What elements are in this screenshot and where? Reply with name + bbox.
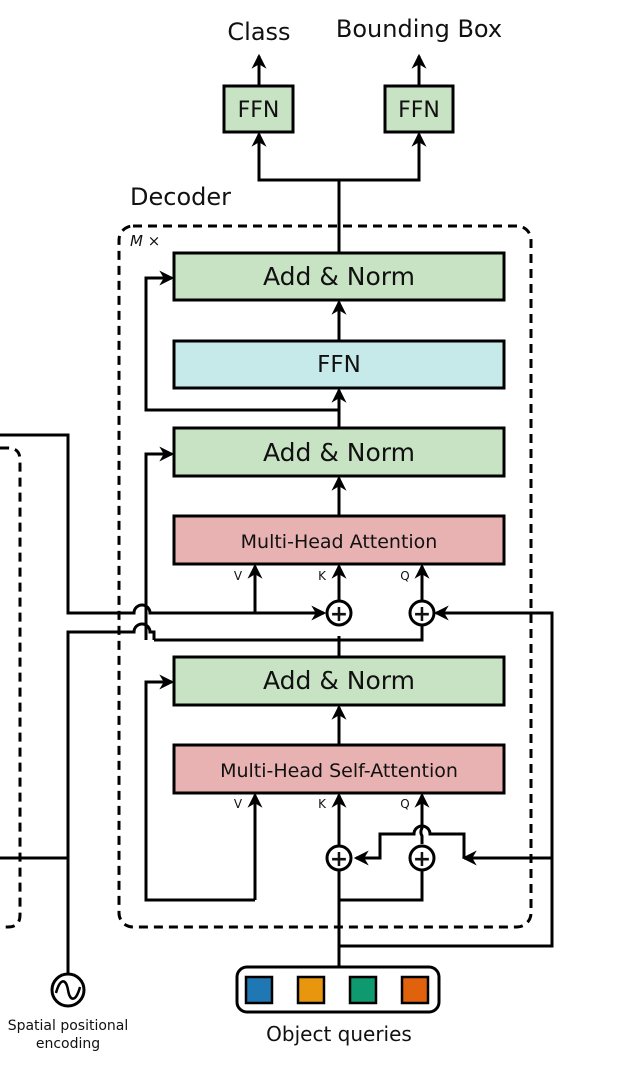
self-attn-v-label: V [234,797,243,811]
cross-attn-v-label: V [234,569,243,583]
plus-k-cross: + [325,599,353,627]
spatial-label-line1: Spatial positional [8,1018,129,1034]
class-ffn-rect [222,84,295,134]
encoder-memory-line [0,433,327,621]
self-attention-box: Multi-Head Self-Attention [172,743,506,795]
self-attn-q-label: Q [400,797,409,811]
svg-text:+: + [330,602,348,627]
svg-text:+: + [330,847,348,872]
object-queries-squares [244,975,430,1005]
plus-q-self: + [408,844,436,872]
add-norm-bottom: Add & Norm [172,655,506,707]
add-norm-middle: Add & Norm [172,426,506,478]
self-attn-k-label: K [318,797,327,811]
class-ffn-box: FFN [222,84,295,134]
plus-k-self: + [325,844,353,872]
cross-attention-label: Multi-Head Attention [241,531,438,553]
query-side-loop [339,605,554,948]
spatial-encoding-line [66,622,156,974]
class-label: Class [227,18,290,46]
bbox-ffn-box: FFN [383,84,455,134]
decoder-dashed-frame [117,224,533,929]
bbox-ffn-rect [383,84,455,134]
query-bottom-branch [339,870,424,902]
bounding-box-label: Bounding Box [336,15,502,43]
repeat-label: M × [130,232,160,250]
residual-bottom [144,674,255,902]
object-queries-frame [235,965,441,1014]
object-query-square [244,975,274,1005]
object-queries-label: Object queries [266,1022,412,1046]
decoder-label: Decoder [130,183,231,211]
spatial-encoding-icon [50,972,86,1008]
self-attn-q-line [414,792,430,844]
split-class-line [251,131,339,182]
add-norm-middle-label: Add & Norm [263,438,415,467]
object-query-square [400,975,430,1005]
object-query-square [348,975,378,1005]
class-ffn-label: FFN [238,98,280,123]
decoder-ffn-rect [172,339,506,390]
split-bbox-line [339,131,427,182]
add-norm-top: Add & Norm [172,251,506,302]
self-attention-label: Multi-Head Self-Attention [220,760,458,782]
cross-attention-box: Multi-Head Attention [172,514,506,566]
object-query-square [296,975,326,1005]
svg-text:+: + [413,602,431,627]
add-norm-top-label: Add & Norm [263,262,415,291]
self-attn-qk-bridge [353,824,466,866]
residual-top [144,270,339,412]
decoder-ffn: FFN [172,339,506,390]
encoder-dashed-frame [0,446,22,929]
bbox-ffn-label: FFN [398,98,440,123]
cross-attn-q-label: Q [400,569,409,583]
svg-text:+: + [413,847,431,872]
spatial-to-q-plus [339,626,424,642]
cross-attn-k-label: K [318,569,327,583]
add-norm-bottom-label: Add & Norm [263,666,415,695]
spatial-label-line2: encoding [36,1036,100,1052]
decoder-ffn-label: FFN [317,352,361,378]
plus-q-cross: + [408,599,436,627]
